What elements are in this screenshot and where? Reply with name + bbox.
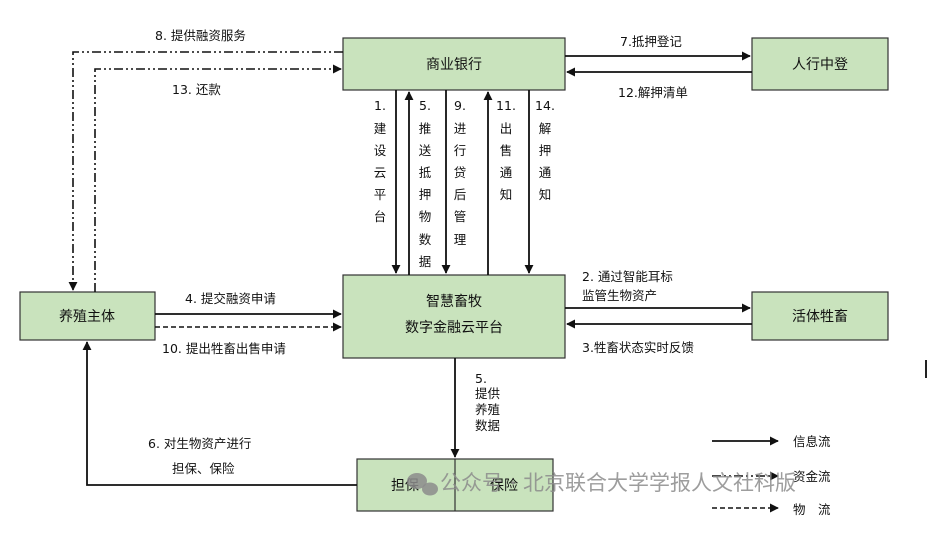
svg-text:理: 理 bbox=[454, 232, 467, 247]
edge-13-repayment: 13. 还款 bbox=[94, 64, 342, 292]
edge-4-label: 4. 提交融资申请 bbox=[185, 291, 276, 306]
edge-7-label: 7.抵押登记 bbox=[620, 34, 682, 49]
edge-8-label: 8. 提供融资服务 bbox=[155, 28, 246, 43]
svg-text:知: 知 bbox=[500, 187, 513, 202]
node-livestock-label: 活体牲畜 bbox=[792, 309, 848, 325]
svg-text:推: 推 bbox=[419, 121, 432, 136]
svg-text:1.: 1. bbox=[374, 98, 386, 113]
svg-text:知: 知 bbox=[539, 187, 552, 202]
node-pboc-label: 人行中登 bbox=[792, 57, 848, 73]
edge-2-label-1: 2. 通过智能耳标 bbox=[582, 269, 673, 284]
svg-text:抵: 抵 bbox=[419, 165, 432, 180]
edge-2-label-2: 监管生物资产 bbox=[582, 288, 657, 303]
svg-text:5.: 5. bbox=[419, 98, 431, 113]
edge-3-label: 3.牲畜状态实时反馈 bbox=[582, 340, 694, 355]
edge-12-release-list: 12.解押清单 bbox=[566, 67, 752, 100]
node-guarantee-insurance: 担保 保险 bbox=[356, 458, 554, 512]
edge-10-label: 10. 提出牲畜出售申请 bbox=[162, 341, 286, 356]
svg-text:数据: 数据 bbox=[475, 418, 500, 433]
legend: 信息流 资金流 物 流 bbox=[712, 434, 831, 517]
edge-14-label: 14. 解 押 通 知 bbox=[535, 98, 555, 202]
svg-text:行: 行 bbox=[454, 143, 467, 158]
edge-13-label: 13. 还款 bbox=[172, 82, 221, 97]
svg-text:数: 数 bbox=[419, 232, 432, 247]
node-livestock: 活体牲畜 bbox=[751, 291, 889, 341]
watermark-text: 公众号 · 北京联合大学学报人文社科版 bbox=[440, 471, 796, 495]
svg-text:据: 据 bbox=[419, 254, 432, 269]
node-platform: 智慧畜牧 数字金融云平台 bbox=[342, 274, 566, 359]
legend-logistics-flow: 物 流 bbox=[712, 502, 831, 517]
svg-text:11.: 11. bbox=[496, 98, 516, 113]
svg-text:建: 建 bbox=[374, 121, 387, 136]
node-farmer-label: 养殖主体 bbox=[59, 308, 115, 325]
svg-text:送: 送 bbox=[419, 143, 432, 158]
node-bank-label: 商业银行 bbox=[426, 57, 482, 73]
edge-7-mortgage-registration: 7.抵押登记 bbox=[565, 34, 751, 61]
svg-text:通: 通 bbox=[500, 165, 513, 180]
node-insurance-label: 保险 bbox=[490, 478, 518, 494]
edge-4-financing-application: 4. 提交融资申请 bbox=[155, 291, 342, 319]
edge-9-label: 9. 进 行 贷 后 管 理 bbox=[454, 98, 467, 247]
node-platform-label-2: 数字金融云平台 bbox=[405, 320, 503, 336]
edge-2-smart-ear-tag: 2. 通过智能耳标 监管生物资产 bbox=[565, 269, 751, 313]
svg-text:管: 管 bbox=[454, 209, 467, 224]
legend-info-flow: 信息流 bbox=[712, 434, 831, 449]
svg-text:押: 押 bbox=[419, 187, 432, 202]
edge-6-label-1: 6. 对生物资产进行 bbox=[148, 436, 251, 451]
svg-text:平: 平 bbox=[374, 187, 387, 202]
svg-text:物: 物 bbox=[419, 209, 432, 224]
node-platform-label-1: 智慧畜牧 bbox=[426, 294, 482, 310]
edge-6-guarantee-insurance: 6. 对生物资产进行 担保、保险 bbox=[82, 341, 357, 486]
edge-10-sale-application: 10. 提出牲畜出售申请 bbox=[155, 322, 342, 356]
edge-12-label: 12.解押清单 bbox=[618, 85, 688, 100]
svg-text:9.: 9. bbox=[454, 98, 466, 113]
edge-5-breeding-data: 5. 提供 养殖 数据 bbox=[450, 358, 500, 458]
svg-text:售: 售 bbox=[500, 143, 513, 158]
svg-text:养殖: 养殖 bbox=[475, 402, 500, 417]
node-pboc: 人行中登 bbox=[751, 37, 889, 91]
svg-text:云: 云 bbox=[374, 165, 387, 180]
svg-text:提供: 提供 bbox=[475, 386, 500, 401]
edge-1-label: 1. 建 设 云 平 台 bbox=[374, 98, 387, 224]
svg-text:后: 后 bbox=[454, 187, 467, 202]
svg-text:出: 出 bbox=[500, 121, 513, 136]
legend-info-label: 信息流 bbox=[793, 434, 831, 449]
edge-5-label: 5. 推 送 抵 押 物 数 据 bbox=[419, 98, 432, 269]
watermark: 公众号 · 北京联合大学学报人文社科版 bbox=[407, 471, 796, 496]
svg-text:进: 进 bbox=[454, 121, 467, 136]
svg-text:解: 解 bbox=[539, 121, 552, 136]
svg-text:5.: 5. bbox=[475, 371, 487, 386]
edge-11-label: 11. 出 售 通 知 bbox=[496, 98, 516, 202]
svg-text:设: 设 bbox=[374, 143, 387, 158]
edge-8-financing: 8. 提供融资服务 bbox=[68, 28, 343, 291]
edge-6-label-2: 担保、保险 bbox=[172, 461, 235, 476]
legend-logistics-label: 物 流 bbox=[793, 502, 831, 517]
svg-text:14.: 14. bbox=[535, 98, 555, 113]
node-farmer: 养殖主体 bbox=[19, 291, 156, 341]
edge-3-status-feedback: 3.牲畜状态实时反馈 bbox=[566, 319, 752, 355]
svg-text:贷: 贷 bbox=[454, 165, 467, 180]
svg-text:通: 通 bbox=[539, 165, 552, 180]
legend-capital-flow: 资金流 bbox=[712, 469, 831, 484]
node-bank: 商业银行 bbox=[342, 37, 566, 91]
svg-text:台: 台 bbox=[374, 209, 387, 224]
svg-text:押: 押 bbox=[539, 143, 552, 158]
wechat-icon bbox=[407, 473, 438, 496]
legend-capital-label: 资金流 bbox=[793, 469, 831, 484]
edge-mark bbox=[925, 360, 927, 378]
